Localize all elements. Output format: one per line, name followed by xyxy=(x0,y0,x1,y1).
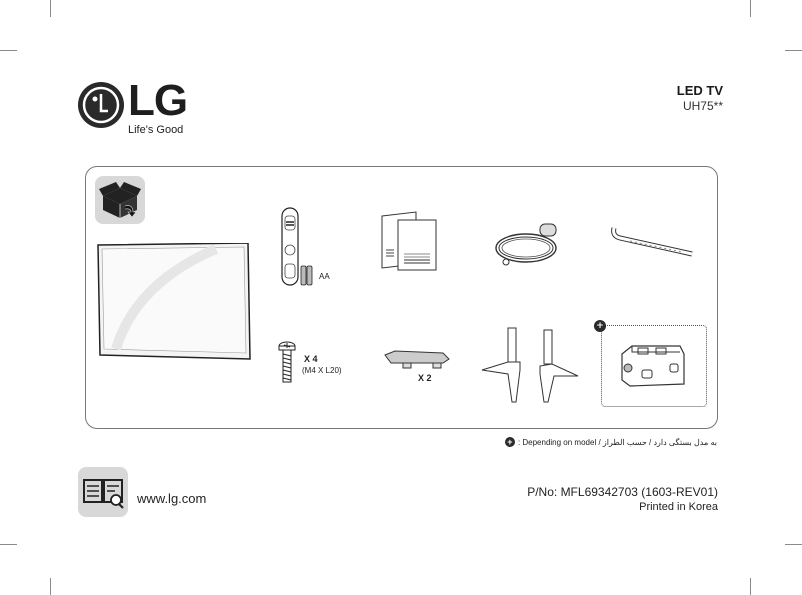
package-contents-icon xyxy=(95,176,145,224)
part-number: P/No: MFL69342703 (1603-REV01) xyxy=(527,485,718,499)
optional-item-frame xyxy=(601,325,707,407)
product-title: LED TV UH75** xyxy=(677,83,723,113)
screw-quantity: X 4 xyxy=(304,354,318,364)
stand-cover-quantity: X 2 xyxy=(418,373,432,383)
product-type: LED TV xyxy=(676,83,723,98)
remote-control-illustration xyxy=(280,206,320,288)
crop-mark xyxy=(50,578,51,595)
crop-mark xyxy=(0,50,17,51)
crop-mark xyxy=(0,544,17,545)
tv-panel-illustration xyxy=(96,242,252,361)
website-link[interactable]: www.lg.com xyxy=(137,491,207,506)
battery-label: AA xyxy=(319,272,330,281)
model-dependent-note: + : Depending on model / به مدل بستگی دا… xyxy=(504,437,717,447)
crop-mark xyxy=(750,578,751,595)
stand-cover-illustration xyxy=(383,349,451,371)
owners-manual-illustration xyxy=(380,210,440,272)
screw-spec: (M4 X L20) xyxy=(302,366,342,375)
accessories-panel xyxy=(85,166,718,429)
tagline: Life's Good xyxy=(128,124,184,136)
note-text: : Depending on model / به مدل بستگی دارد… xyxy=(517,437,717,447)
power-cord-illustration xyxy=(492,222,567,272)
stand-legs-illustration xyxy=(478,326,584,404)
cable-holder-illustration xyxy=(610,224,696,260)
lg-face-icon xyxy=(78,82,124,128)
printed-in: Printed in Korea xyxy=(639,501,718,513)
manual-search-icon xyxy=(78,467,128,517)
part-number-block: P/No: MFL69342703 (1603-REV01) Printed i… xyxy=(527,485,718,515)
crop-mark xyxy=(50,0,51,17)
ferrite-core-illustration xyxy=(618,340,688,390)
logo-wordmark: LG xyxy=(128,76,188,125)
screw-illustration xyxy=(277,341,297,385)
product-model: UH75** xyxy=(682,99,723,113)
crop-mark xyxy=(785,544,802,545)
optional-plus-icon: + xyxy=(504,437,515,447)
optional-plus-icon: + xyxy=(594,320,606,332)
crop-mark xyxy=(750,0,751,17)
crop-mark xyxy=(785,50,802,51)
